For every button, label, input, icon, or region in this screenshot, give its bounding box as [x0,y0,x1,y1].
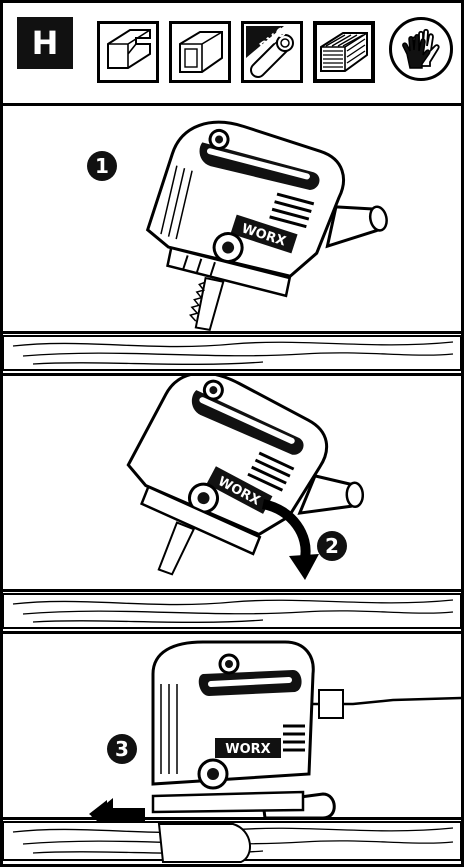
wood-workpiece-1 [3,335,461,371]
rotate-down-arrow-icon [261,499,319,580]
wood-workpiece-2 [3,593,461,629]
pvc-pipe-icon: PVC [241,21,303,83]
header-row: H PVC [3,3,461,106]
jigsaw-tilted-illustration: WORX [145,120,388,332]
metal-profile-icon [169,21,231,83]
step-3-badge: 3 [107,734,137,764]
section-label: H [17,17,73,69]
wood-plank-icon [313,21,375,83]
jigsaw-cutting-illustration: WORX [89,640,461,820]
panel-divider [3,817,461,820]
step-2-panel: WORX 2 [3,376,461,592]
panel-divider [3,589,461,592]
jigsaw-tilting-illustration: WORX [126,376,365,576]
step-2-badge: 2 [317,531,347,561]
aluminium-profile-icon [97,21,159,83]
step-1-badge: 1 [87,151,117,181]
gloves-icon [389,17,453,81]
step-1-panel: 1 WORX [3,106,461,334]
panel-divider [3,373,461,376]
wood-workpiece-3 [3,821,461,863]
panel-divider [3,331,461,334]
step-3-panel: WORX 3 [3,634,461,834]
brand-logo-3: WORX [225,742,270,757]
panel-divider [3,631,461,634]
